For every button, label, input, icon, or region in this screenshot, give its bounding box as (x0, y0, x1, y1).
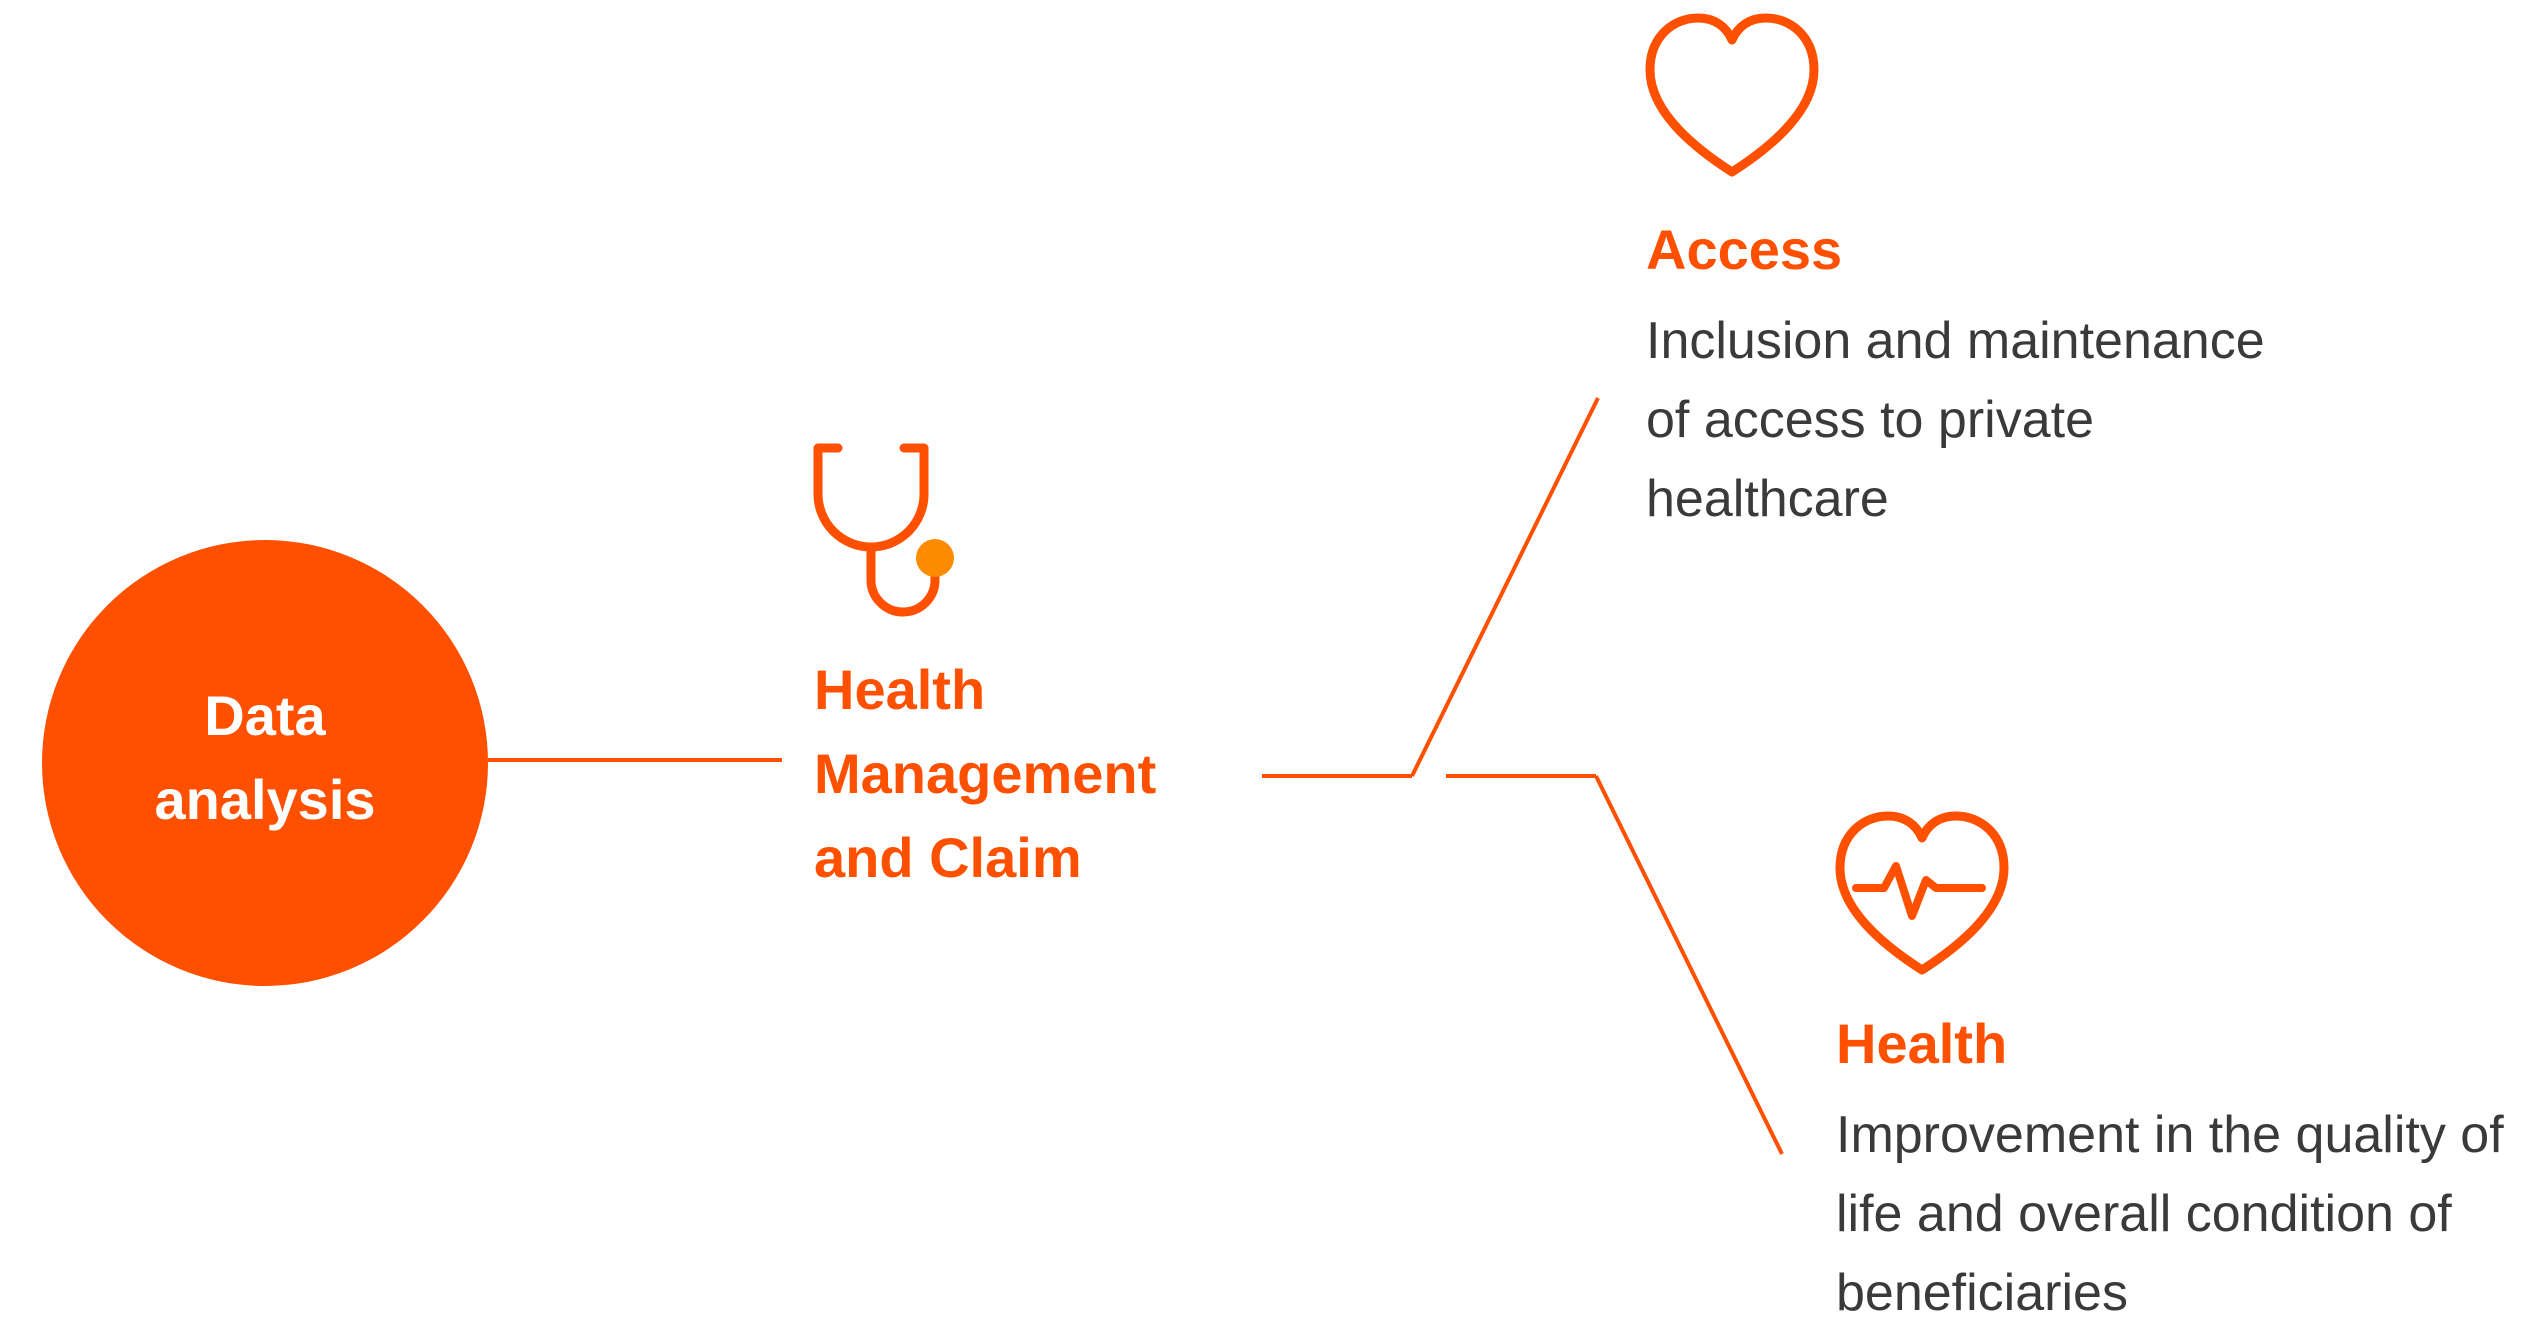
branch-access-description: Inclusion and maintenance of access to p… (1646, 312, 2265, 528)
connector-to-access (1410, 397, 1600, 777)
middle-node-title: Health Management and Claim (814, 658, 1157, 889)
root-node-circle: Data analysis (42, 540, 488, 986)
branch-access-title: Access (1646, 218, 1843, 281)
connector-to-health (1594, 775, 1784, 1155)
heartbeat-icon (1832, 808, 2012, 978)
root-node-label: Data analysis (154, 684, 376, 831)
stethoscope-icon (810, 440, 970, 620)
branch-health-description: Improvement in the quality of life and o… (1836, 1106, 2504, 1322)
heart-outline-icon (1642, 10, 1822, 180)
branch-health-title: Health (1836, 1012, 2008, 1075)
connector-lines (488, 397, 1784, 1155)
